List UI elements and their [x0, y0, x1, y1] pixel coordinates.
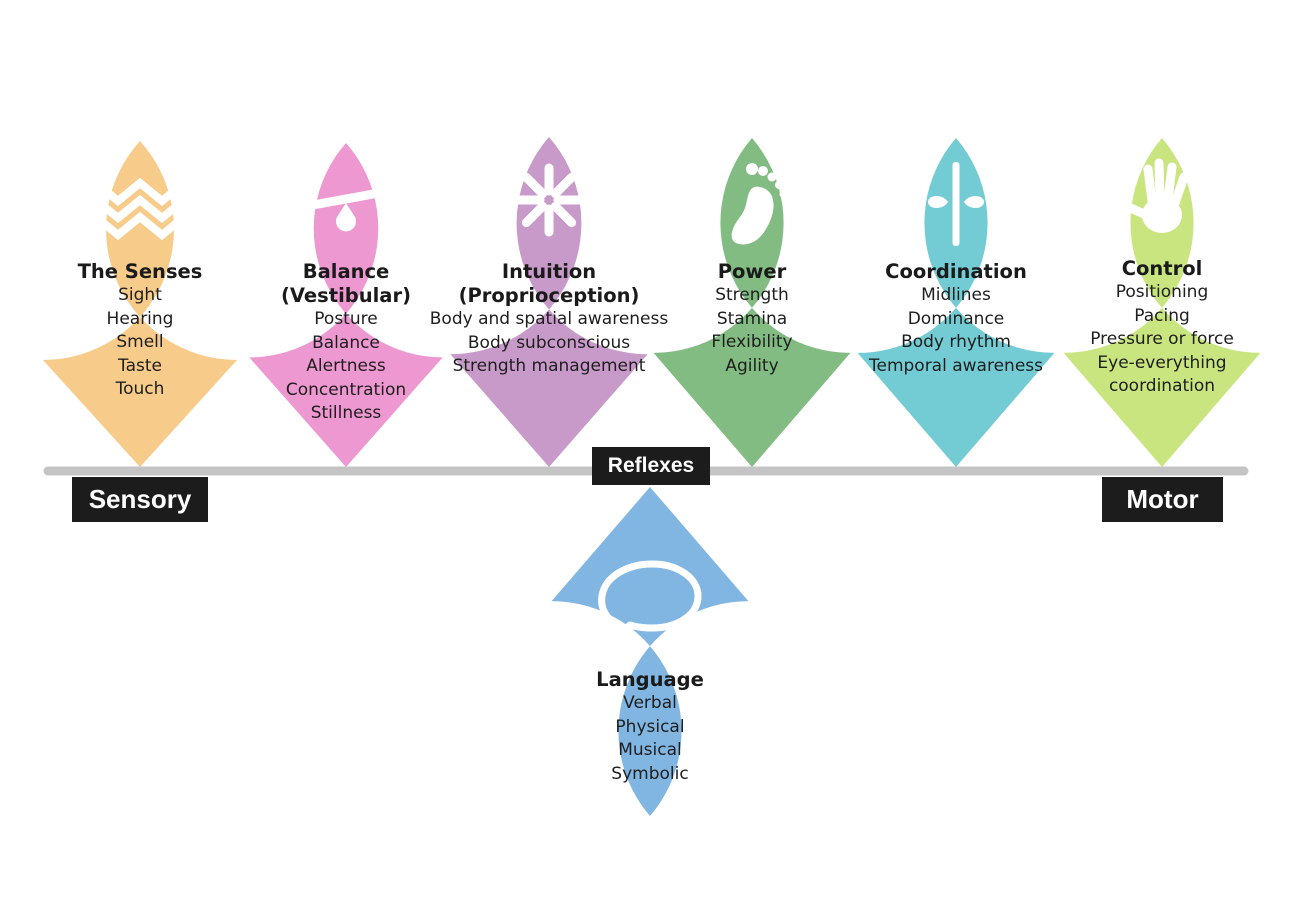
coordination-title: Coordination — [885, 260, 1027, 283]
motor-label: Motor — [1102, 477, 1223, 522]
wave-icon — [93, 177, 187, 241]
sensory-label: Sensory — [72, 477, 208, 522]
language-item: Physical — [615, 716, 685, 737]
domain-icons — [93, 158, 1189, 642]
intuition-item: Body subconscious — [467, 332, 631, 353]
coordination-item: Body rhythm — [901, 332, 1011, 352]
balance-item: Balance — [312, 332, 380, 353]
power-drop — [653, 138, 851, 467]
coordination-drop — [857, 138, 1055, 467]
intuition-item: Strength management — [452, 356, 646, 376]
footprint-icon — [731, 163, 787, 245]
senses-item: Taste — [118, 355, 162, 376]
power-item: Flexibility — [711, 332, 793, 352]
senses-item: Hearing — [106, 308, 174, 329]
power-title: Power — [717, 260, 787, 283]
language-item: Verbal — [623, 693, 677, 713]
senses-item: Touch — [115, 379, 165, 399]
power-item: Strength — [715, 285, 789, 305]
control-item: Eye-everything — [1097, 352, 1227, 373]
intuition-title: Intuition — [501, 260, 597, 283]
control-item: Positioning — [1115, 282, 1209, 302]
hand-icon — [1119, 158, 1189, 233]
speech-bubble-icon — [598, 560, 702, 642]
control-title: Control — [1121, 257, 1203, 280]
balance-drop — [249, 143, 443, 467]
coordination-item: Dominance — [907, 308, 1005, 329]
control-item: Pressure or force — [1090, 329, 1234, 349]
control-item: coordination — [1108, 376, 1216, 396]
balance-item: Alertness — [306, 356, 386, 376]
balance-title: (Vestibular) — [281, 284, 411, 307]
senses-title: The Senses — [77, 260, 203, 283]
power-item: Stamina — [716, 308, 788, 329]
domain-drops — [42, 137, 1261, 816]
seesaw-icon — [297, 186, 395, 232]
language-item: Symbolic — [611, 763, 689, 784]
senses-drop — [42, 141, 238, 467]
language-item: Musical — [618, 740, 682, 760]
balance-item: Stillness — [310, 403, 382, 423]
reflexes-label: Reflexes — [592, 447, 710, 485]
intuition-title: (Proprioception) — [458, 284, 640, 307]
senses-item: Sight — [118, 285, 162, 305]
language-title: Language — [596, 668, 704, 691]
language-drop — [551, 487, 749, 816]
balance-item: Concentration — [285, 379, 407, 400]
senses-item: Smell — [116, 332, 164, 352]
coordination-item: Temporal awareness — [868, 355, 1043, 376]
control-item: Pacing — [1134, 305, 1190, 326]
intuition-text: Intuition(Proprioception)Body and spatia… — [414, 260, 684, 379]
control-drop — [1063, 138, 1261, 467]
midline-icon — [928, 162, 984, 246]
power-item: Agility — [725, 355, 779, 376]
asterisk-icon — [512, 163, 586, 237]
intuition-item: Body and spatial awareness — [429, 309, 669, 329]
balance-title: Balance — [302, 260, 390, 283]
balance-item: Posture — [314, 309, 378, 329]
coordination-item: Midlines — [921, 285, 991, 305]
intuition-drop — [450, 137, 648, 467]
